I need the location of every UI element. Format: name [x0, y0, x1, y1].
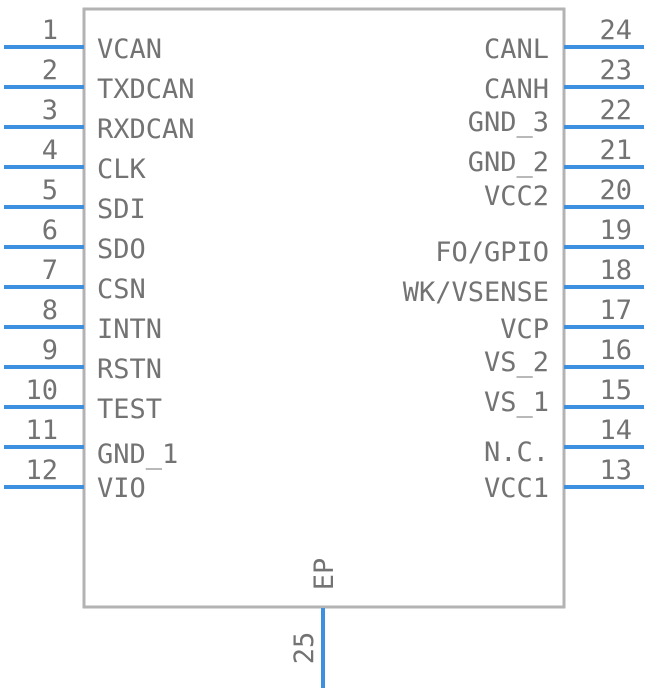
pin-number-16: 16 — [599, 335, 632, 366]
pin-number-14: 14 — [599, 415, 632, 446]
pin-name-canl: CANL — [484, 34, 549, 65]
pin-name-gnd-1: GND_1 — [97, 439, 178, 470]
pin-name-test: TEST — [97, 394, 162, 425]
pin-number-17: 17 — [599, 295, 632, 326]
pin-name-vs-2: VS_2 — [484, 347, 549, 378]
pin-name-clk: CLK — [97, 154, 147, 185]
pin-number-20: 20 — [599, 175, 632, 206]
pin-number-10: 10 — [25, 375, 58, 406]
pin-number-1: 1 — [42, 15, 58, 46]
pin-number-19: 19 — [599, 215, 632, 246]
pin-name-canh: CANH — [484, 74, 549, 105]
pin-number-18: 18 — [599, 255, 632, 286]
pin-name-rstn: RSTN — [97, 354, 162, 385]
chip-body — [82, 7, 566, 609]
pin-name-ep: EP — [309, 558, 340, 591]
pin-number-9: 9 — [42, 335, 58, 366]
pin-name-rxdcan: RXDCAN — [97, 114, 195, 145]
pin-number-3: 3 — [42, 95, 58, 126]
pin-number-21: 21 — [599, 135, 632, 166]
pin-name-vs-1: VS_1 — [484, 387, 549, 418]
pin-14: 14N.C. — [484, 415, 644, 468]
pin-name-gnd-3: GND_3 — [468, 107, 549, 138]
pin-15: 15 VS_1 — [484, 375, 644, 418]
pin-name-gnd-2: GND_2 — [468, 147, 549, 178]
pin-name-sdi: SDI — [97, 194, 146, 225]
pin-name-intn: INTN — [97, 314, 162, 345]
pin-name-fo-gpio: FO/GPIO — [435, 237, 549, 268]
pin-number-24: 24 — [599, 15, 632, 46]
pin-name-vcp: VCP — [500, 314, 549, 345]
right-pins: 24CANL23CANH22GND_321GND_220VCC219FO/GPI… — [403, 15, 644, 504]
pin-name-csn: CSN — [97, 274, 146, 305]
pin-number-22: 22 — [599, 95, 632, 126]
pin-number-23: 23 — [599, 55, 632, 86]
pin-number-5: 5 — [42, 175, 58, 206]
pin-name-vcan: VCAN — [97, 34, 162, 65]
pin-number-15: 15 — [599, 375, 632, 406]
pin-name-vio: VIO — [97, 473, 146, 504]
pin-number-12: 12 — [25, 455, 58, 486]
pin-number-2: 2 — [42, 55, 58, 86]
pin-name-txdcan: TXDCAN — [97, 74, 195, 105]
pin-number-11: 11 — [25, 415, 58, 446]
pin-name-vcc2: VCC2 — [484, 181, 549, 212]
pin-number-8: 8 — [42, 295, 58, 326]
pin-number-4: 4 — [42, 135, 58, 166]
pin-number-6: 6 — [42, 215, 58, 246]
pin-16: 16 VS_2 — [484, 335, 644, 378]
pin-name-wk-vsense: WK/VSENSE — [403, 277, 549, 308]
pin-number-13: 13 — [599, 455, 632, 486]
pin-21: 21 GND_2 — [468, 135, 644, 178]
pin-name-sdo: SDO — [97, 234, 146, 265]
pin-name-vcc1: VCC1 — [484, 473, 549, 504]
left-pins: 1VCAN2TXDCAN3RXDCAN4CLK5SDI6SDO7CSN8INTN… — [4, 15, 195, 504]
pin-number-25: 25 — [289, 632, 320, 665]
pin-name-n-c: N.C. — [484, 437, 549, 468]
pin-22: 22 GND_3 — [468, 95, 644, 138]
bottom-pin: 25 EP — [289, 558, 340, 688]
pin-number-7: 7 — [42, 255, 58, 286]
pin-20: 20 VCC2 — [484, 175, 644, 212]
